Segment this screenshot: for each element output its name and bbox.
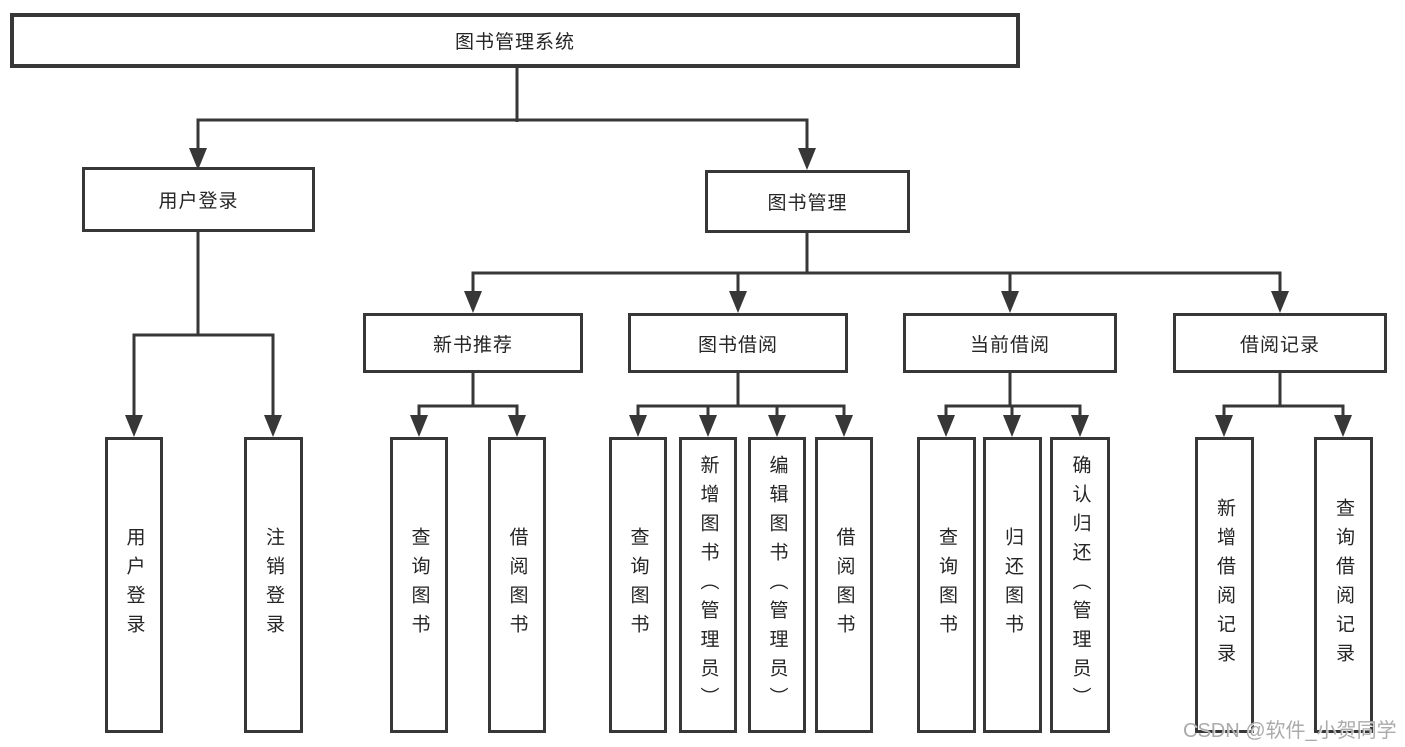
leaf-label: 确认归还（管理员）: [1069, 454, 1091, 716]
node-label: 用户登录: [158, 191, 239, 212]
leaf-edit-book-admin: 编辑图书（管理员）: [748, 437, 806, 733]
leaf-label: 新增图书（管理员）: [697, 454, 719, 716]
node-root-system: 图书管理系统: [10, 13, 1020, 68]
leaf-user-login: 用户登录: [105, 437, 163, 733]
node-book-borrowing: 图书借阅: [628, 313, 848, 373]
leaf-label: 借阅图书: [506, 527, 528, 643]
node-label: 图书借阅: [697, 334, 778, 356]
leaf-borrow-books-recommend: 借阅图书: [488, 437, 546, 733]
node-user-login: 用户登录: [82, 167, 315, 232]
leaf-add-book-admin: 新增图书（管理员）: [679, 437, 737, 733]
leaf-return-books: 归还图书: [983, 437, 1042, 733]
leaf-label: 编辑图书（管理员）: [766, 454, 788, 716]
leaf-label: 查询图书: [627, 527, 649, 643]
leaf-confirm-return-admin: 确认归还（管理员）: [1050, 437, 1110, 733]
node-label: 当前借阅: [969, 334, 1050, 356]
node-label: 借阅记录: [1239, 334, 1320, 356]
leaf-label: 查询图书: [408, 527, 430, 643]
node-label: 图书管理: [767, 193, 848, 214]
node-label: 新书推荐: [432, 334, 513, 356]
leaf-query-books-current: 查询图书: [917, 437, 976, 733]
leaf-label: 用户登录: [123, 527, 145, 643]
leaf-logout: 注销登录: [244, 437, 303, 733]
node-book-management: 图书管理: [705, 170, 910, 233]
leaf-label: 归还图书: [1002, 527, 1023, 643]
leaf-query-books-borrow: 查询图书: [609, 437, 667, 733]
leaf-label: 查询图书: [936, 527, 957, 643]
leaf-query-borrow-record: 查询借阅记录: [1314, 437, 1373, 733]
leaf-label: 借阅图书: [833, 527, 855, 643]
leaf-label: 新增借阅记录: [1214, 498, 1235, 672]
leaf-label: 注销登录: [263, 527, 284, 643]
connector-lines: [132, 68, 1345, 417]
node-borrowing-records: 借阅记录: [1173, 313, 1387, 373]
node-current-borrowing: 当前借阅: [903, 313, 1117, 373]
csdn-watermark: CSDN @软件_小贺同学: [1183, 720, 1397, 742]
leaf-label: 查询借阅记录: [1333, 498, 1354, 672]
arrowhead-icons: [125, 148, 1352, 437]
leaf-borrow-books: 借阅图书: [815, 437, 873, 733]
node-new-book-recommend: 新书推荐: [363, 313, 583, 373]
leaf-query-books-recommend: 查询图书: [390, 437, 448, 733]
node-label: 图书管理系统: [454, 32, 575, 53]
leaf-add-borrow-record: 新增借阅记录: [1195, 437, 1254, 733]
